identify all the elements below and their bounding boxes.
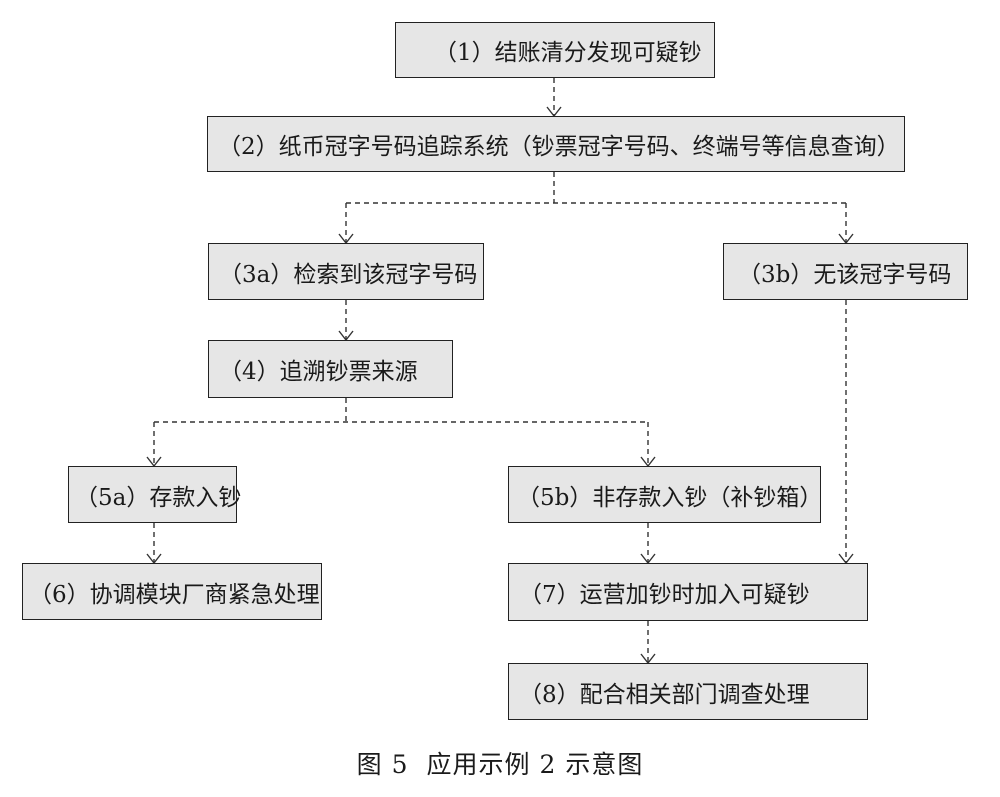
- node-label: 纸币冠字号码追踪系统（钞票冠字号码、终端号等信息查询）: [278, 134, 900, 160]
- figure-caption: 图 5 应用示例 2 示意图: [0, 745, 1000, 781]
- node-tag: （8）: [519, 681, 580, 708]
- edge-2-branch: [345, 172, 847, 243]
- node-label: 配合相关部门调查处理: [579, 681, 810, 708]
- node-label: 存款入钞: [149, 484, 242, 511]
- node-3b: （3b）无该冠字号码: [723, 243, 968, 300]
- node-5a: （5a）存款入钞: [68, 466, 241, 523]
- node-8: （8）配合相关部门调查处理: [508, 663, 868, 720]
- node-tag: （6）: [29, 581, 90, 608]
- node-6: （6）协调模块厂商紧急处理: [22, 563, 322, 620]
- node-label: 无该冠字号码: [813, 261, 952, 288]
- node-4: （4）追溯钞票来源: [208, 340, 453, 398]
- node-tag: （5a）: [75, 484, 150, 511]
- figure-number: 图 5: [356, 750, 409, 779]
- node-7: （7）运营加钞时加入可疑钞: [508, 563, 868, 621]
- node-3a: （3a）检索到该冠字号码: [208, 243, 484, 300]
- node-5b: （5b）非存款入钞（补钞箱）: [508, 466, 823, 523]
- node-label: 检索到该冠字号码: [293, 261, 478, 288]
- node-tag: （4）: [219, 359, 280, 385]
- node-tag: （1）: [434, 40, 495, 66]
- node-tag: （2）: [218, 134, 279, 160]
- node-tag: （3b）: [738, 261, 814, 288]
- node-label: 追溯钞票来源: [279, 359, 418, 385]
- node-1: （1）结账清分发现可疑钞: [395, 22, 715, 78]
- node-2: （2）纸币冠字号码追踪系统（钞票冠字号码、终端号等信息查询）: [207, 116, 905, 172]
- node-label: 协调模块厂商紧急处理: [89, 581, 320, 608]
- node-tag: （3a）: [219, 261, 294, 288]
- node-label: 非存款入钞（补钞箱）: [592, 484, 823, 511]
- node-label: 运营加钞时加入可疑钞: [579, 582, 810, 608]
- edge-4-branch: [153, 398, 649, 466]
- node-tag: （5b）: [517, 484, 593, 511]
- figure-title: 应用示例 2 示意图: [426, 750, 644, 779]
- node-label: 结账清分发现可疑钞: [494, 40, 702, 66]
- node-tag: （7）: [519, 582, 580, 608]
